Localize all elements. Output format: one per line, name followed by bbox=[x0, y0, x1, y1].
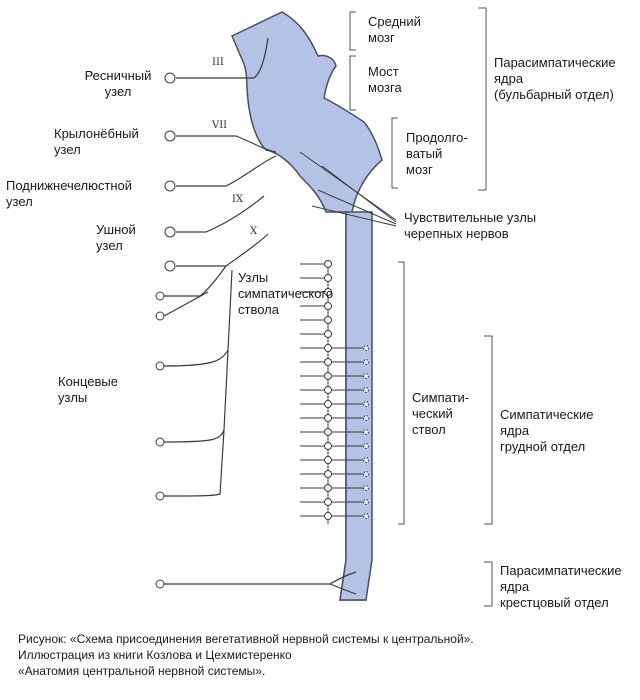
sym-ganglion bbox=[324, 428, 332, 436]
label-sensory-ganglia: Чувствительные узлы черепных нервов bbox=[404, 210, 537, 241]
sym-ganglion bbox=[324, 456, 332, 464]
sym-nucleus bbox=[363, 513, 369, 519]
sym-ganglion bbox=[324, 330, 332, 338]
bracket-sym-thoracic bbox=[484, 335, 493, 525]
cranial-ganglia bbox=[164, 72, 176, 272]
sym-ganglion bbox=[324, 386, 332, 394]
label-sym-trunk-nodes: Узлы симпатического ствола bbox=[238, 270, 334, 317]
terminal-ganglia bbox=[155, 291, 165, 501]
nerve-label-ix: IX bbox=[232, 194, 244, 205]
label-midbrain: Средний мозг bbox=[368, 14, 421, 45]
figure-caption: Рисунок: «Схема присоединения вегетативн… bbox=[18, 632, 474, 678]
sym-nucleus bbox=[363, 359, 369, 365]
sym-nucleus bbox=[363, 345, 369, 351]
sym-ganglion bbox=[324, 260, 332, 268]
sacral-ganglion bbox=[155, 579, 165, 589]
nerve-label-vii: VII bbox=[212, 120, 228, 131]
bracket-midbrain bbox=[349, 11, 356, 51]
label-sym-trunk: Симпати- ческий ствол bbox=[412, 390, 470, 437]
terminal-wires bbox=[163, 265, 233, 497]
bracket-parasym-bulbar bbox=[478, 7, 487, 191]
label-parasym-bulbar: Парасимпатические ядра (бульбарный отдел… bbox=[494, 55, 616, 102]
sym-nucleus bbox=[363, 457, 369, 463]
sym-nucleus bbox=[363, 485, 369, 491]
label-terminal-ganglia: Концевые узлы bbox=[58, 374, 118, 405]
bracket-medulla bbox=[391, 117, 398, 189]
label-sym-thoracic: Симпатические ядра грудной отдел bbox=[500, 407, 594, 454]
sacral-wires bbox=[164, 571, 357, 595]
sym-ganglion bbox=[324, 442, 332, 450]
sensory-pointers bbox=[299, 151, 397, 227]
sym-ganglion bbox=[324, 512, 332, 520]
sym-ganglion bbox=[324, 470, 332, 478]
sym-ganglion bbox=[324, 344, 332, 352]
sym-nucleus bbox=[363, 373, 369, 379]
sym-nucleus bbox=[363, 429, 369, 435]
sym-ganglion bbox=[324, 302, 332, 310]
bracket-parasym-sacral bbox=[484, 561, 493, 607]
label-medulla: Продолго- ватый мозг bbox=[406, 130, 468, 177]
sym-nucleus bbox=[363, 471, 369, 477]
sym-ganglion bbox=[324, 484, 332, 492]
sympathetic-trunk bbox=[300, 260, 369, 524]
nerve-label-iii: III bbox=[212, 57, 224, 68]
sym-nucleus bbox=[363, 415, 369, 421]
bracket-sym-trunk bbox=[398, 261, 405, 525]
sym-ganglion bbox=[324, 400, 332, 408]
sym-ganglion bbox=[324, 316, 332, 324]
sym-ganglion bbox=[324, 358, 332, 366]
sym-nucleus bbox=[363, 401, 369, 407]
label-otic-ganglion: Ушной узел bbox=[96, 222, 136, 253]
sym-ganglion bbox=[324, 372, 332, 380]
label-ciliary-ganglion: Ресничный узел bbox=[84, 68, 152, 99]
label-parasym-sacral: Парасимпатические ядра крестцовый отдел bbox=[500, 563, 622, 610]
sym-ganglion bbox=[324, 288, 332, 296]
sym-ganglion bbox=[324, 414, 332, 422]
sym-nucleus bbox=[363, 387, 369, 393]
label-pterygopalatine-ganglion: Крылонёбный узел bbox=[54, 126, 139, 157]
label-pons: Мост мозга bbox=[368, 64, 402, 95]
label-submandibular-ganglion: Поднижнечелюстной узел bbox=[6, 178, 133, 209]
brain-stem-shape bbox=[231, 11, 383, 601]
sym-nucleus bbox=[363, 443, 369, 449]
nerve-label-x: X bbox=[250, 226, 258, 237]
sym-nucleus bbox=[363, 499, 369, 505]
sym-ganglion bbox=[324, 498, 332, 506]
cranial-nerves bbox=[176, 37, 277, 267]
sym-ganglion bbox=[324, 274, 332, 282]
bracket-pons bbox=[349, 55, 356, 111]
